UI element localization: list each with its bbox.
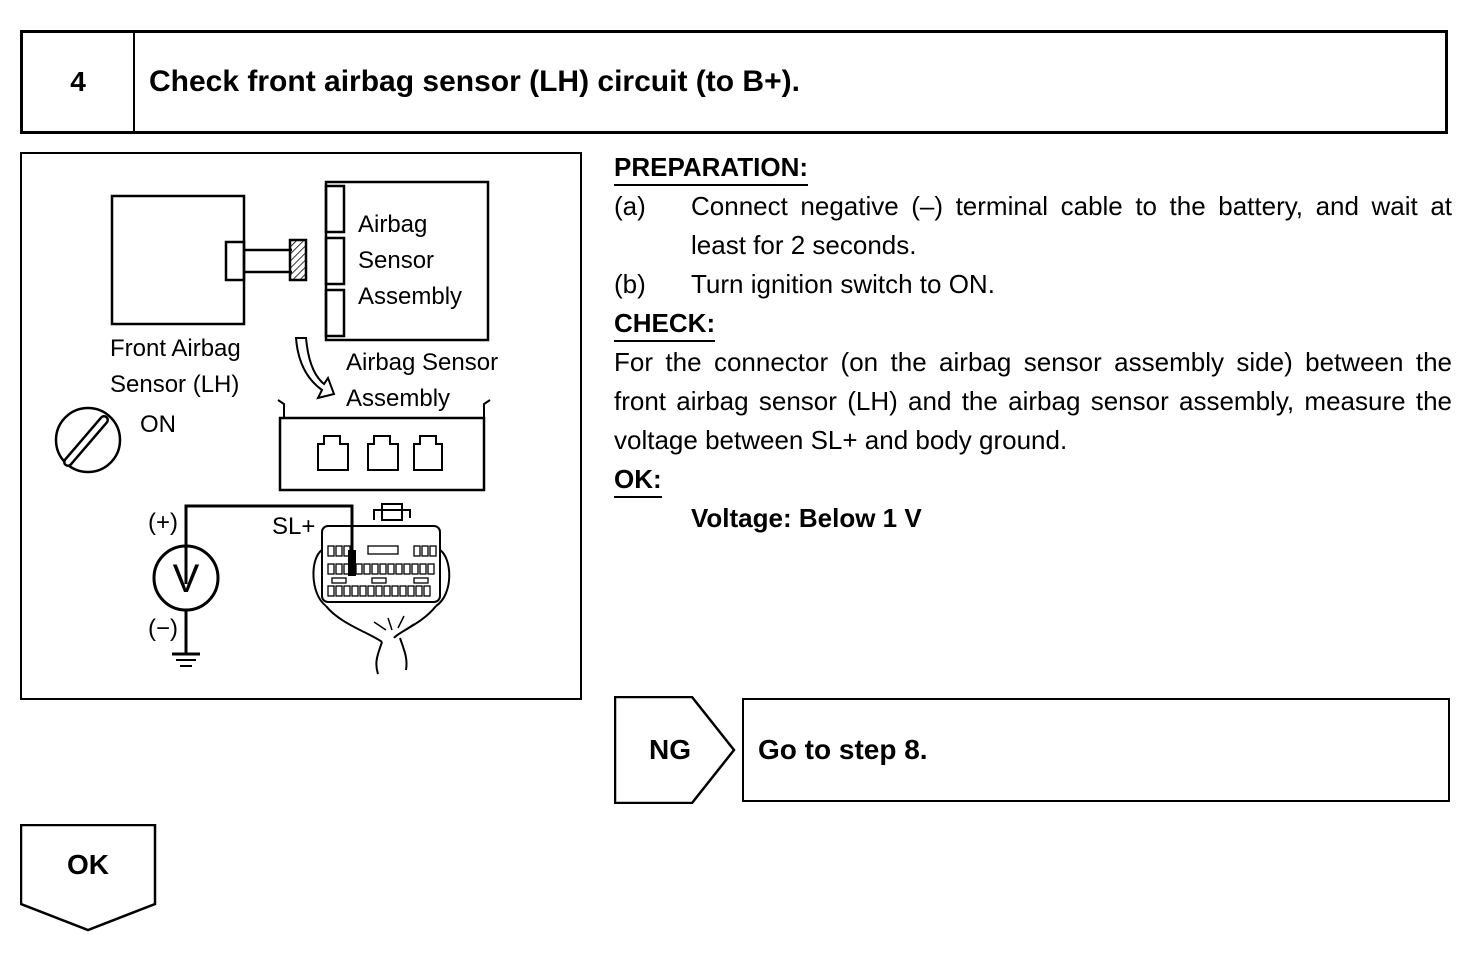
assembly-block-label-2: Sensor (358, 247, 434, 274)
harness-connector (312, 503, 451, 675)
preparation-item-a: (a) Connect negative (–) terminal cable … (614, 187, 1452, 265)
step-header: 4 Check front airbag sensor (LH) circuit… (20, 30, 1448, 134)
probe-icon (348, 550, 356, 576)
ignition-on-label: ON (140, 411, 176, 438)
ng-label: NG (649, 734, 691, 765)
item-label: (b) (614, 269, 646, 299)
instructions: PREPARATION: (a) Connect negative (–) te… (614, 148, 1452, 538)
airbag-sensor-assembly-label-2: Assembly (346, 385, 450, 412)
curved-arrow-icon (294, 337, 336, 400)
ok-spec-value: Voltage: Below 1 V (691, 503, 922, 533)
front-airbag-sensor (110, 194, 246, 326)
assembly-block-label-3: Assembly (358, 283, 462, 310)
preparation-item-b: (b) Turn ignition switch to ON. (614, 265, 1452, 304)
step-title: Check front airbag sensor (LH) circuit (… (149, 65, 800, 98)
front-airbag-sensor-label-2: Sensor (LH) (110, 371, 239, 398)
item-text: Turn ignition switch to ON. (691, 269, 995, 299)
item-text: Connect negative (–) terminal cable to t… (691, 191, 1452, 260)
ok-flow-label: OK (67, 849, 109, 880)
ng-flow-tag (614, 696, 736, 804)
airbag-sensor-assembly-body (278, 416, 486, 492)
ok-flow-tag (20, 824, 157, 932)
front-airbag-sensor-label-1: Front Airbag (110, 335, 241, 362)
assembly-block-label-1: Airbag (358, 211, 427, 238)
item-label: (a) (614, 191, 646, 221)
minus-label: (−) (148, 615, 178, 642)
voltmeter-label: V (173, 557, 200, 601)
sensor-connector (288, 238, 308, 282)
check-text: For the connector (on the airbag sensor … (614, 347, 1452, 455)
plus-label: (+) (148, 509, 178, 536)
airbag-sensor-assembly-label-1: Airbag Sensor (346, 349, 498, 376)
preparation-heading: PREPARATION: (614, 151, 809, 186)
ignition-switch-icon (54, 406, 122, 474)
step-number: 4 (23, 33, 135, 131)
circuit-diagram: Airbag Sensor Assembly Front Airbag Sens… (54, 180, 498, 675)
ground-icon (172, 652, 200, 667)
check-heading: CHECK: (614, 307, 716, 342)
sl-plus-label: SL+ (272, 513, 315, 540)
wiring-illustration: Airbag Sensor Assembly Front Airbag Sens… (20, 152, 582, 700)
ng-action: Go to step 8. (742, 698, 1450, 802)
ok-heading: OK: (614, 463, 662, 498)
